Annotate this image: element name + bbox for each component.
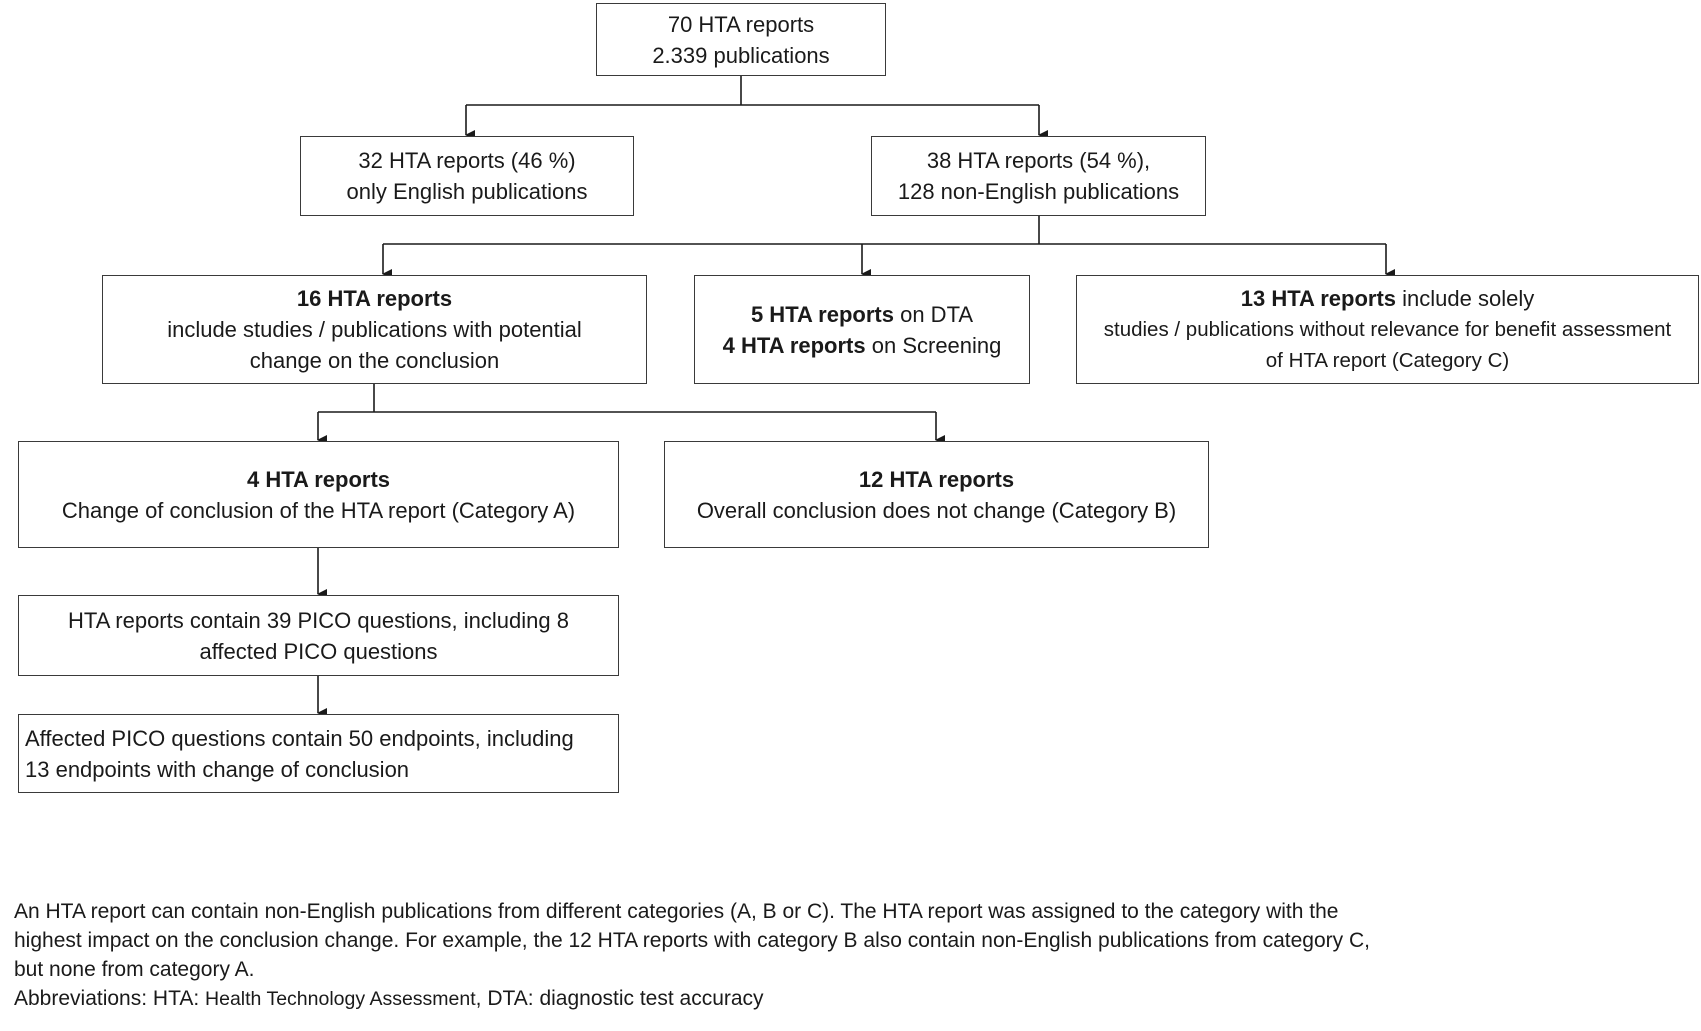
potential-line3: change on the conclusion [249,348,500,373]
node-category-b: 12 HTA reports Overall conclusion does n… [664,441,1209,548]
footnote-line3: but none from category A. [14,958,255,981]
node-root: 70 HTA reports 2.339 publications [596,3,886,76]
category-b-line2: Overall conclusion does not change (Cate… [696,497,1177,523]
abbreviation-dta: , DTA: diagnostic test accuracy [475,987,764,1010]
category-a-count: 4 HTA reports [246,466,391,492]
screening-count: 4 HTA reports [722,332,866,358]
category-c-count: 13 HTA reports [1240,286,1397,311]
node-endpoints: Affected PICO questions contain 50 endpo… [18,714,619,793]
footnote-line2: highest impact on the conclusion change.… [14,929,1370,952]
pico-line1: HTA reports contain 39 PICO questions, i… [68,607,569,633]
abbreviation-hta: Health Technology Assessment [205,988,476,1010]
node-category-a: 4 HTA reports Change of conclusion of th… [18,441,619,548]
endpoints-line2: 13 endpoints with change of conclusion [25,756,410,782]
category-a-line2: Change of conclusion of the HTA report (… [61,497,576,523]
non-english-line1: 38 HTA reports (54 %), [926,148,1151,173]
english-line1: 32 HTA reports (46 %) [358,148,576,173]
root-line1: 70 HTA reports [667,11,815,37]
category-b-line1: 12 HTA reports [859,464,1014,495]
node-pico-questions: HTA reports contain 39 PICO questions, i… [18,595,619,676]
screening-label: on Screening [865,332,1002,358]
screening-line: 4 HTA reports on Screening [723,330,1002,361]
category-c-line2: studies / publications without relevance… [1103,318,1672,341]
potential-line2: include studies / publications with pote… [167,317,582,342]
root-line2: 2.339 publications [652,42,830,68]
english-line2: only English publications [346,179,588,204]
category-b-count: 12 HTA reports [858,466,1015,492]
endpoints-line1: Affected PICO questions contain 50 endpo… [25,725,574,751]
abbreviations-line: Abbreviations: HTA: Health Technology As… [14,984,1674,1014]
category-a-line1: 4 HTA reports [247,464,390,495]
footnote-line1: An HTA report can contain non-English pu… [14,900,1339,923]
node-english-only: 32 HTA reports (46 %) only English publi… [300,136,634,216]
node-dta-screening: 5 HTA reports on DTA 4 HTA reports on Sc… [694,275,1030,384]
node-non-english: 38 HTA reports (54 %), 128 non-English p… [871,136,1206,216]
node-potential-change: 16 HTA reports include studies / publica… [102,275,647,384]
footnote: An HTA report can contain non-English pu… [14,897,1674,1014]
pico-line2: affected PICO questions [199,638,438,664]
potential-count: 16 HTA reports [296,286,453,311]
dta-count: 5 HTA reports [750,301,894,327]
dta-label: on DTA [893,301,974,327]
category-c-line3: of HTA report (Category C) [1265,349,1510,372]
dta-line1: 5 HTA reports on DTA [751,299,973,330]
category-c-line1: 13 HTA reports include solely [1241,283,1534,314]
non-english-line2: 128 non-English publications [897,179,1180,204]
category-c-lead: include solely [1396,286,1535,311]
potential-line1: 16 HTA reports [297,283,452,314]
abbreviations-label: Abbreviations: HTA: [14,987,206,1010]
node-category-c: 13 HTA reports include solely studies / … [1076,275,1699,384]
